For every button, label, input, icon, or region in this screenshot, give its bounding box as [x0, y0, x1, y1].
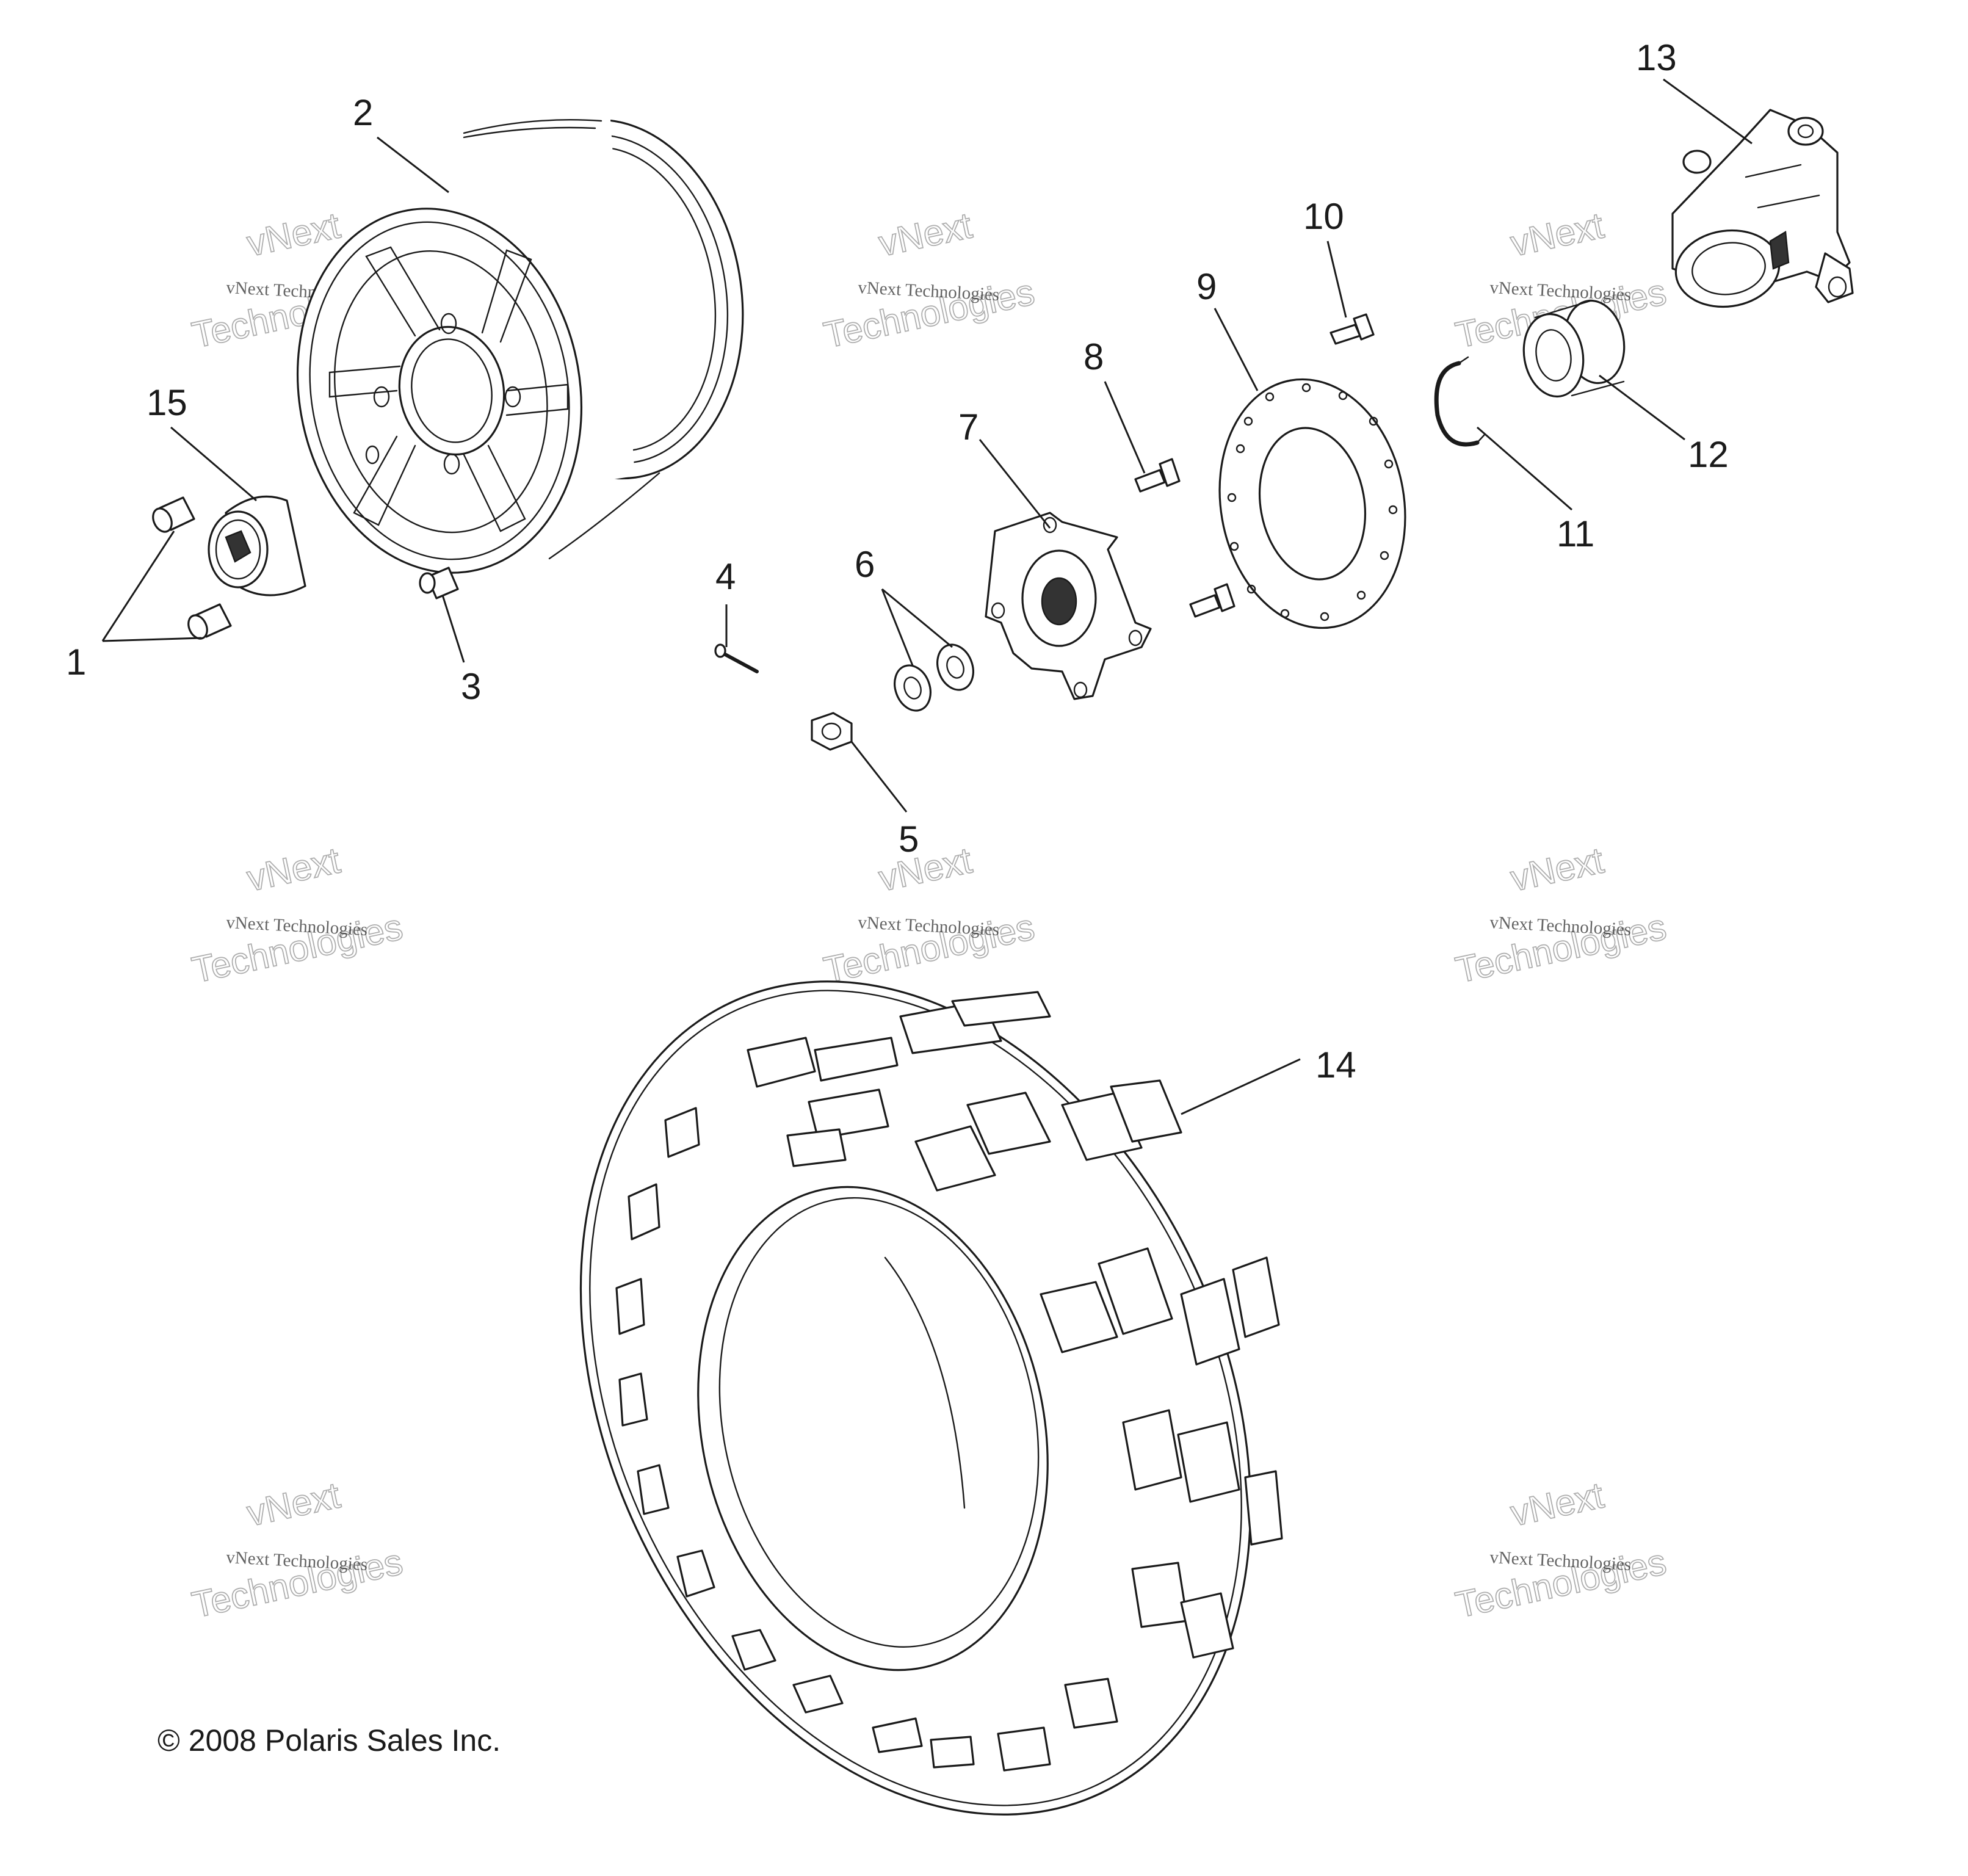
callout-8: 8: [1083, 336, 1104, 377]
leader-line-8: [1104, 381, 1146, 474]
leader-line-6: [881, 588, 953, 666]
watermark-text: vNext: [875, 205, 975, 264]
callout-11: 11: [1557, 513, 1594, 554]
snap-ring: [1434, 356, 1486, 447]
wheel-rim: [296, 116, 744, 574]
watermark: vNext Technologies vNext Technologies: [820, 204, 1038, 356]
center-cap: [208, 495, 306, 596]
watermark: vNext Technologies vNext Technologies: [1452, 1474, 1670, 1626]
callout-12: 12: [1688, 434, 1729, 475]
leader-line-12: [1599, 374, 1685, 441]
leader-line-9: [1214, 308, 1259, 391]
valve-stem: [419, 567, 459, 599]
cotter-pin: [714, 643, 759, 673]
tire: [579, 980, 1283, 1816]
leader-line-14: [1181, 1058, 1301, 1115]
watermark: vNext Technologies vNext Technologies: [188, 839, 407, 991]
leader-line-11: [1477, 426, 1572, 511]
wheel-bearing: [1522, 299, 1627, 398]
watermark-text: vNext: [1507, 205, 1607, 264]
watermark-text: vNext: [244, 1474, 344, 1534]
callout-15: 15: [147, 382, 187, 423]
leader-line-7: [979, 439, 1051, 529]
washer-rear: [936, 643, 974, 691]
callout-labels: 1 2 3 4 5 6 7 8 9 10 11 12 13 14 15: [66, 37, 1729, 1085]
castle-nut: [811, 712, 853, 751]
watermark: vNext Technologies vNext Technologies: [188, 1474, 407, 1626]
watermark-text: vNext: [244, 205, 344, 264]
tire-tread-blocks: [615, 991, 1283, 1772]
washer-front: [894, 664, 932, 712]
leader-line-15: [170, 426, 257, 502]
leader-line-5: [850, 741, 908, 813]
leader-line-1: [101, 531, 202, 642]
brake-disc-bolt-upper: [1134, 458, 1181, 493]
lug-nut-upper: [152, 496, 195, 533]
hub-carrier: [1671, 109, 1854, 308]
brake-disc: [1218, 378, 1406, 629]
wheel-hub: [985, 512, 1152, 700]
callout-9: 9: [1196, 266, 1217, 307]
callout-6: 6: [855, 544, 875, 585]
leader-line-3: [441, 595, 465, 663]
leader-line-10: [1326, 241, 1347, 318]
leader-line-13: [1663, 78, 1753, 145]
watermark: vNext Technologies vNext Technologies: [1452, 839, 1670, 991]
watermark-text: vNext: [1507, 1474, 1607, 1534]
leader-lines: [101, 78, 1753, 1115]
brake-disc-holes: [1227, 383, 1398, 621]
brake-disc-bolt-lower: [1189, 583, 1235, 618]
callout-3: 3: [461, 666, 481, 707]
caliper-bolt: [1329, 313, 1375, 345]
callout-1: 1: [66, 642, 86, 683]
callout-5: 5: [899, 819, 919, 860]
watermark-text: vNext: [875, 839, 975, 899]
leader-line-2: [377, 136, 449, 194]
callout-13: 13: [1636, 37, 1677, 78]
callout-10: 10: [1303, 196, 1344, 237]
callout-4: 4: [715, 556, 736, 597]
watermark-text: vNext: [244, 839, 344, 899]
callout-14: 14: [1315, 1045, 1356, 1085]
copyright-notice: © 2008 Polaris Sales Inc.: [157, 1723, 501, 1758]
watermark-text: vNext: [1507, 839, 1607, 899]
callout-2: 2: [353, 92, 373, 133]
lug-nut-lower: [187, 603, 232, 640]
watermark: vNext Technologies vNext Technologies: [820, 839, 1038, 991]
callout-7: 7: [958, 407, 979, 447]
